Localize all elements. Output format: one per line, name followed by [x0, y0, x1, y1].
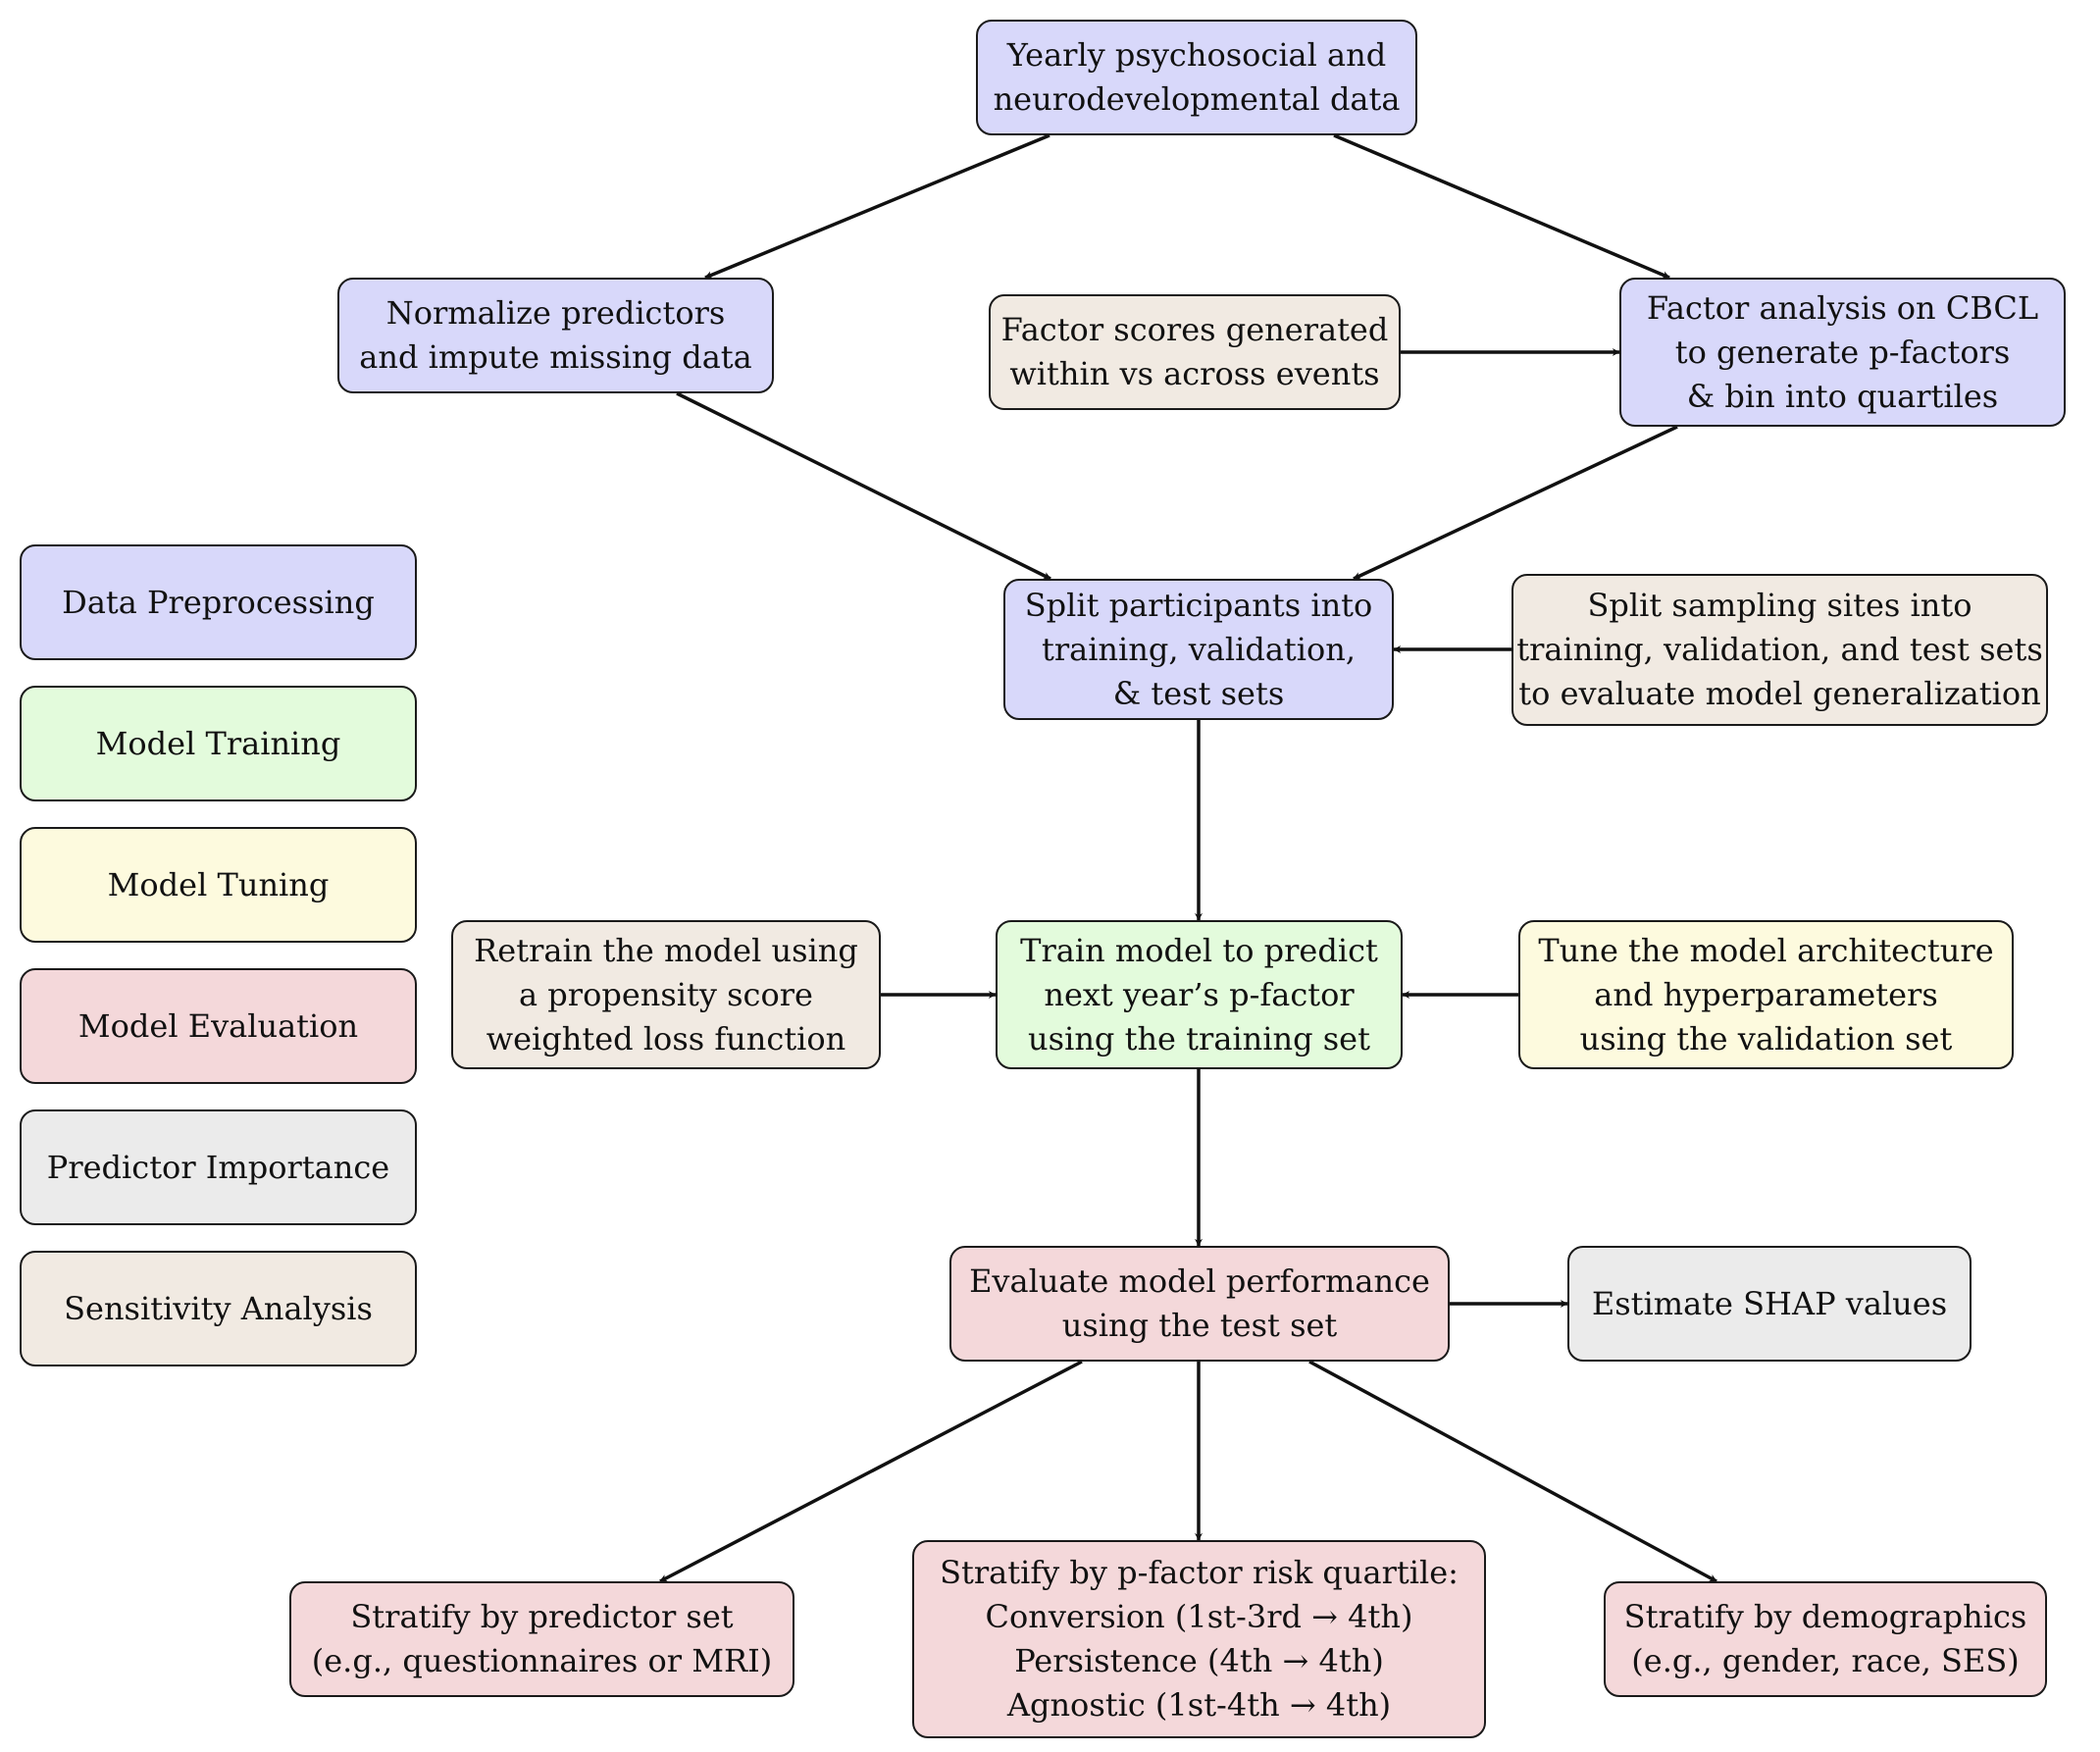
- node-text: Stratify by demographics: [1623, 1598, 2027, 1635]
- node-text: training, validation, and test sets: [1516, 631, 2043, 668]
- node-text: to evaluate model generalization: [1518, 675, 2041, 712]
- node-text: Split participants into: [1024, 586, 1373, 624]
- arrow-evaluate-to-stratify_demo: [1308, 1360, 1717, 1583]
- node-factor-scores: Factor scores generated within vs across…: [989, 294, 1401, 410]
- node-text: Retrain the model using: [474, 931, 858, 969]
- node-text: Conversion (1st-3rd → 4th): [985, 1598, 1413, 1635]
- node-tune-model: Tune the model architecture and hyperpar…: [1518, 920, 2014, 1069]
- legend-model-training: Model Training: [20, 686, 417, 801]
- arrow-normalize-to-split: [676, 391, 1051, 581]
- node-retrain-model: Retrain the model using a propensity sco…: [451, 920, 881, 1069]
- node-text: a propensity score: [519, 975, 813, 1013]
- node-text: to generate p-factors: [1674, 333, 2011, 371]
- node-text: Split sampling sites into: [1587, 587, 1972, 624]
- arrow-factor_analysis-to-split: [1353, 425, 1678, 581]
- node-text: Persistence (4th → 4th): [1014, 1642, 1384, 1679]
- arrow-evaluate-to-stratify_predictor: [659, 1360, 1083, 1583]
- node-text: Yearly psychosocial and: [1006, 36, 1387, 74]
- node-text: neurodevelopmental data: [993, 80, 1401, 118]
- node-text: and impute missing data: [359, 338, 752, 376]
- legend-sensitivity-analysis: Sensitivity Analysis: [20, 1251, 417, 1366]
- node-text: & test sets: [1112, 674, 1285, 712]
- node-stratify-risk-quartile: Stratify by p-factor risk quartile: Conv…: [912, 1540, 1486, 1738]
- node-yearly-data: Yearly psychosocial and neurodevelopment…: [976, 20, 1417, 135]
- node-stratify-demographics: Stratify by demographics (e.g., gender, …: [1604, 1581, 2047, 1697]
- node-text: Train model to predict: [1020, 931, 1378, 969]
- node-text: (e.g., questionnaires or MRI): [311, 1642, 773, 1679]
- node-text: (e.g., gender, race, SES): [1631, 1642, 2020, 1679]
- node-text: & bin into quartiles: [1686, 377, 1999, 415]
- node-evaluate-performance: Evaluate model performance using the tes…: [949, 1246, 1450, 1362]
- node-text: Normalize predictors: [385, 294, 726, 332]
- node-text: Evaluate model performance: [969, 1262, 1430, 1300]
- node-stratify-predictor-set: Stratify by predictor set (e.g., questio…: [289, 1581, 794, 1697]
- node-text: Stratify by p-factor risk quartile:: [940, 1554, 1459, 1591]
- node-factor-analysis: Factor analysis on CBCL to generate p-fa…: [1619, 278, 2066, 427]
- node-text: using the test set: [1061, 1307, 1338, 1344]
- node-text: Factor scores generated: [1000, 311, 1389, 348]
- node-normalize-predictors: Normalize predictors and impute missing …: [337, 278, 774, 393]
- node-text: using the validation set: [1579, 1019, 1953, 1057]
- node-text: Tune the model architecture: [1538, 931, 1994, 969]
- node-estimate-shap: Estimate SHAP values: [1567, 1246, 1972, 1362]
- node-text: training, validation,: [1041, 630, 1357, 668]
- node-text: using the training set: [1028, 1019, 1370, 1057]
- node-text: Factor analysis on CBCL: [1646, 288, 2039, 327]
- node-text: next year’s p-factor: [1044, 975, 1355, 1013]
- node-text: Estimate SHAP values: [1591, 1284, 1948, 1322]
- arrow-yearly-to-normalize: [704, 133, 1050, 280]
- node-text: weighted loss function: [486, 1019, 846, 1057]
- node-text: Stratify by predictor set: [350, 1598, 734, 1635]
- legend-model-tuning: Model Tuning: [20, 827, 417, 943]
- arrow-yearly-to-factor_analysis: [1333, 133, 1670, 280]
- node-train-model: Train model to predict next year’s p-fac…: [996, 920, 1403, 1069]
- node-text: Agnostic (1st-4th → 4th): [1006, 1686, 1392, 1724]
- legend-predictor-importance: Predictor Importance: [20, 1109, 417, 1225]
- legend-model-evaluation: Model Evaluation: [20, 968, 417, 1084]
- node-split-participants: Split participants into training, valida…: [1003, 579, 1394, 720]
- node-split-sampling-sites: Split sampling sites into training, vali…: [1511, 574, 2048, 726]
- node-text: and hyperparameters: [1594, 975, 1938, 1013]
- legend-data-preprocessing: Data Preprocessing: [20, 544, 417, 660]
- node-text: within vs across events: [1009, 355, 1380, 392]
